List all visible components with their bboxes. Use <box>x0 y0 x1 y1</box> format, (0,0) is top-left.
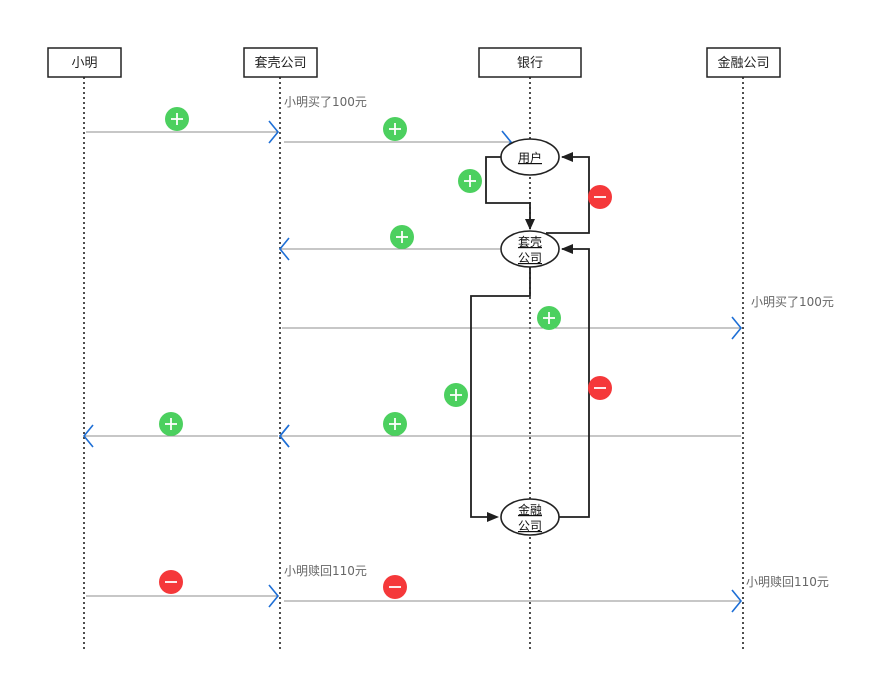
plus-circle-icon <box>444 383 468 407</box>
plus-circle-icon <box>537 306 561 330</box>
account-ellipse-user <box>500 138 560 176</box>
account-label-shell-1: 公司 <box>518 251 542 265</box>
plus-circle-icon <box>159 412 183 436</box>
msg-xiaoming-to-shell-arrowhead <box>268 120 280 144</box>
msg-shell-redeem-arrowhead <box>731 589 743 613</box>
flow-shell-to-finance-line <box>470 267 531 518</box>
msg-shell-to-xiaoming-arrowhead <box>82 424 94 448</box>
minus-circle-icon <box>588 185 612 209</box>
account-ellipse-shell <box>500 230 560 268</box>
flow-finance-to-shell-arrowhead <box>561 244 573 254</box>
plus-circle-icon <box>383 117 407 141</box>
account-label-shell-0: 套壳 <box>518 235 542 249</box>
account-label-finance-0: 金融 <box>518 502 542 517</box>
markers <box>159 107 612 599</box>
actor-boxes: 小明 套壳公司 银行 金融公司 <box>47 47 781 78</box>
messages <box>82 120 743 613</box>
flow-shell-to-finance-arrowhead <box>487 512 499 522</box>
flow-finance-to-shell-line <box>559 248 590 518</box>
actor-label-bank: 银行 <box>517 56 543 71</box>
msg-xiaoming-redeem-arrowhead <box>268 584 280 608</box>
account-label-user-0: 用户 <box>518 150 542 165</box>
bank-flows <box>470 152 590 522</box>
actor-label-xiaoming: 小明 <box>71 56 97 71</box>
flow-user-to-shell-line <box>485 156 531 229</box>
flow-user-to-shell-arrowhead <box>525 219 535 230</box>
note-buy-finance: 小明买了100元 <box>751 295 834 309</box>
flow-shell-to-user-arrowhead <box>561 152 573 162</box>
actor-label-shell: 套壳公司 <box>254 55 306 71</box>
minus-circle-icon <box>383 575 407 599</box>
plus-circle-icon <box>390 225 414 249</box>
plus-circle-icon <box>458 169 482 193</box>
actor-box-xiaoming <box>47 47 122 78</box>
actor-box-finance <box>706 47 781 78</box>
actor-box-bank <box>478 47 582 78</box>
note-redeem-shell: 小明赎回110元 <box>284 564 367 578</box>
msg-shell-to-finance-arrowhead <box>731 316 743 340</box>
msg-bank-to-shell-arrowhead <box>278 237 290 261</box>
plus-circle-icon <box>383 412 407 436</box>
note-buy-shell: 小明买了100元 <box>284 95 367 109</box>
account-ellipse-finance <box>500 498 560 536</box>
lifelines <box>83 77 744 652</box>
note-redeem-finance: 小明赎回110元 <box>746 575 829 589</box>
minus-circle-icon <box>159 570 183 594</box>
account-label-finance-1: 公司 <box>518 519 542 533</box>
minus-circle-icon <box>588 376 612 400</box>
actor-box-shell <box>243 47 318 78</box>
msg-shell-arrowhead-2 <box>278 424 290 448</box>
actor-label-finance: 金融公司 <box>717 55 769 71</box>
plus-circle-icon <box>165 107 189 131</box>
